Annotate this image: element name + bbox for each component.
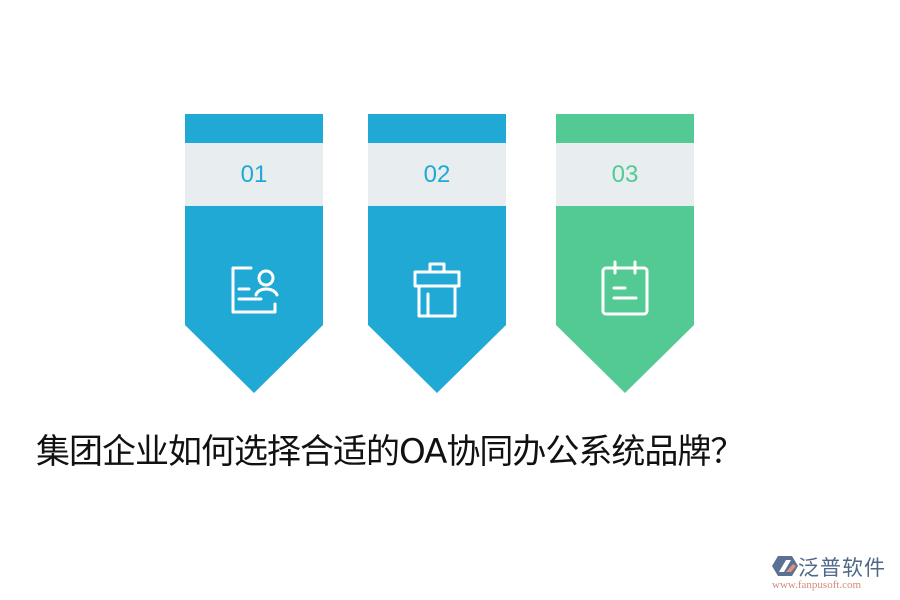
step-number: 02 xyxy=(368,143,506,206)
step-card-01: 01 xyxy=(185,114,323,394)
step-number: 01 xyxy=(185,143,323,206)
gift-box-icon xyxy=(413,262,461,318)
step-card-02: 02 xyxy=(368,114,506,394)
step-number: 03 xyxy=(556,143,694,206)
logo-mark-icon xyxy=(772,556,798,576)
brand-logo: 泛普软件 www.fanpusoft.com xyxy=(770,552,895,596)
logo-name: 泛普软件 xyxy=(798,556,886,580)
logo-url: www.fanpusoft.com xyxy=(772,579,862,591)
step-card-03: 03 xyxy=(556,114,694,394)
user-document-icon xyxy=(231,266,279,314)
calendar-note-icon xyxy=(601,260,649,316)
page-title: 集团企业如何选择合适的OA协同办公系统品牌？ xyxy=(36,432,744,472)
